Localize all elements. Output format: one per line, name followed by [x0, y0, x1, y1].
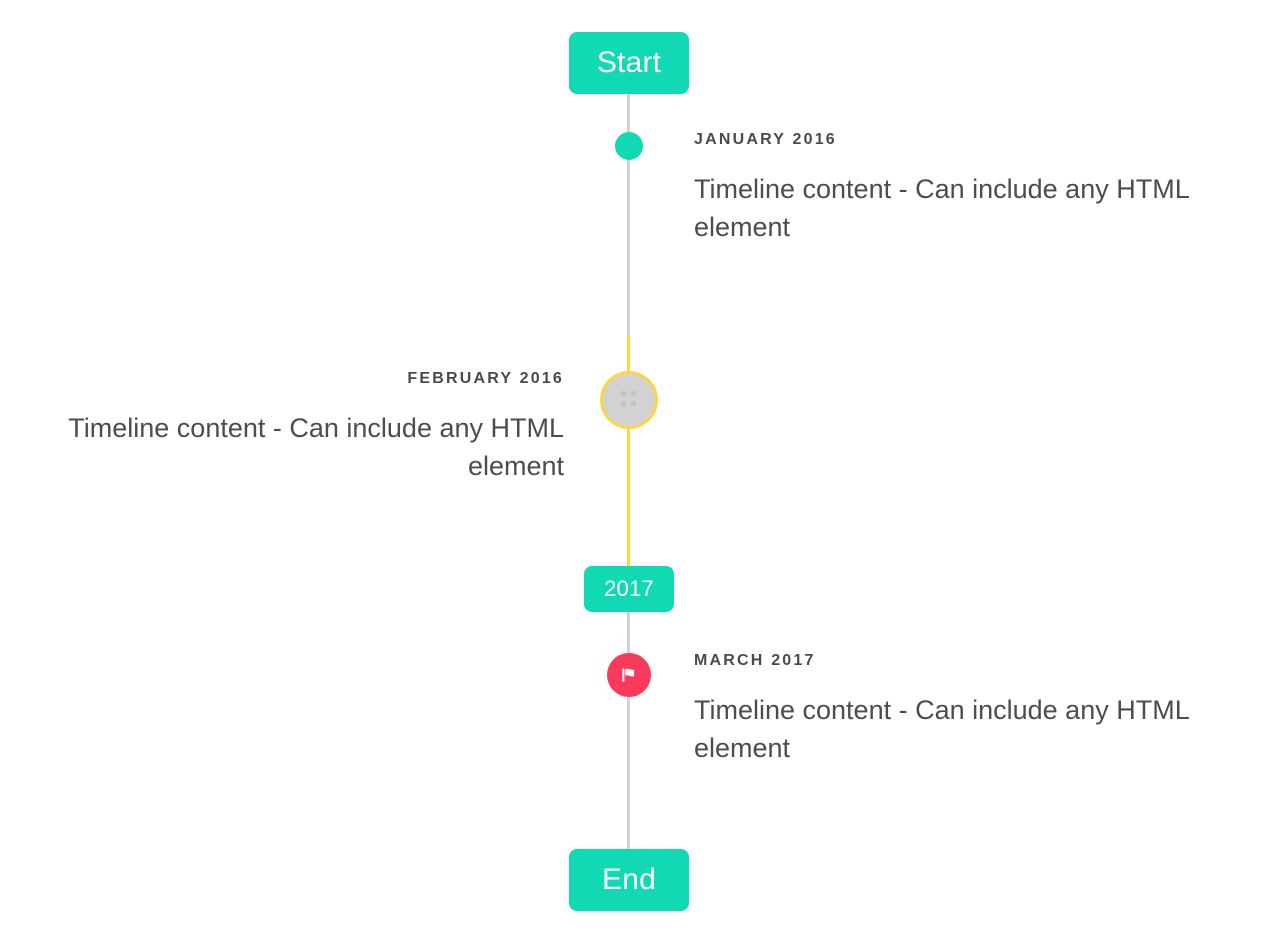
dot-icon[interactable] [615, 132, 643, 160]
timeline-year-badge[interactable]: 2017 [584, 566, 674, 612]
timeline-event-text: Timeline content - Can include any HTML … [694, 695, 1189, 764]
timeline-event-content: FEBRUARY 2016 Timeline content - Can inc… [40, 371, 564, 486]
timeline-event-text: Timeline content - Can include any HTML … [694, 174, 1189, 243]
timeline-event-content: JANUARY 2016 Timeline content - Can incl… [694, 132, 1218, 247]
timeline-line-segment-bottom [627, 610, 630, 852]
flag-icon[interactable] [607, 653, 651, 697]
timeline-event-content: MARCH 2017 Timeline content - Can includ… [694, 653, 1218, 768]
timeline-end-badge[interactable]: End [569, 849, 689, 911]
timeline-line-segment-highlighted [627, 335, 630, 569]
timeline-line-segment-top [627, 92, 630, 337]
timeline-event-text: Timeline content - Can include any HTML … [68, 413, 564, 482]
timeline-event-date: MARCH 2017 [694, 652, 816, 669]
timeline-start-badge[interactable]: Start [569, 32, 689, 94]
broken-image-icon[interactable] [600, 371, 658, 429]
timeline-event-date: FEBRUARY 2016 [407, 370, 564, 387]
timeline-event-date: JANUARY 2016 [694, 131, 837, 148]
broken-image-glyph [620, 391, 638, 409]
